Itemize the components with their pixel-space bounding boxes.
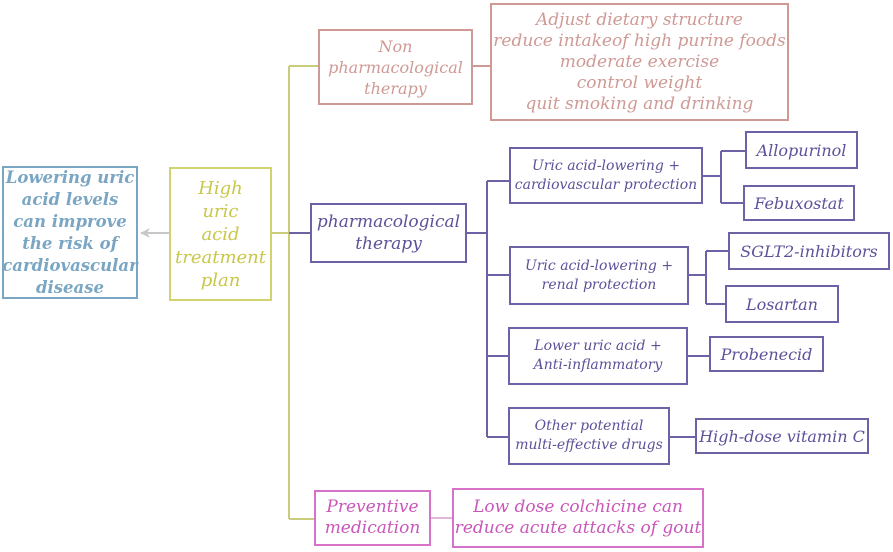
sglt2-label: SGLT2-inhibitors: [740, 241, 878, 261]
nonpharm-line-3: therapy: [364, 78, 427, 98]
goal-line-2: acid levels: [21, 189, 119, 209]
goal-line-5: cardiovascular: [2, 255, 138, 275]
probenecid-box: Probenecid: [709, 336, 824, 372]
vitc-label: High-dose vitamin C: [699, 426, 865, 446]
sglt2-inhibitors-box: SGLT2-inhibitors: [728, 232, 890, 270]
connector-cv-drugs: [703, 150, 745, 204]
main-line-2: uric: [202, 200, 239, 222]
lifestyle-line-3: moderate exercise: [559, 51, 720, 72]
other-line-1: Other potential: [534, 418, 644, 434]
goal-line-1: Lowering uric: [5, 167, 135, 187]
goal-line-3: can improve: [13, 211, 127, 231]
other-line-2: multi-effective drugs: [515, 437, 663, 453]
non-pharmacological-therapy-box: Non pharmacological therapy: [318, 29, 473, 105]
vitamin-c-box: High-dose vitamin C: [695, 418, 869, 454]
colchicine-box: Low dose colchicine can reduce acute att…: [452, 488, 704, 548]
lifestyle-line-4: control weight: [576, 72, 703, 93]
pharmacological-therapy-box: pharmacological therapy: [310, 203, 467, 263]
cv-line-2: cardiovascular protection: [514, 176, 698, 193]
main-line-5: plan: [200, 269, 241, 291]
nonpharm-line-1: Non: [378, 36, 413, 56]
nonpharm-line-2: pharmacological: [328, 57, 463, 77]
colch-line-2: reduce acute attacks of gout: [454, 518, 702, 538]
losartan-box: Losartan: [725, 285, 839, 323]
prev-line-1: Preventive: [326, 497, 419, 517]
main-line-3: acid: [201, 223, 240, 245]
goal-line-6: disease: [35, 277, 105, 297]
allopurinol-box: Allopurinol: [745, 131, 858, 169]
lifestyle-line-5: quit smoking and drinking: [525, 93, 754, 114]
connector-renal-drugs: [689, 250, 728, 305]
prev-line-2: medication: [324, 518, 421, 538]
febuxostat-box: Febuxostat: [743, 185, 855, 221]
allopurinol-label: Allopurinol: [756, 140, 847, 160]
inflam-line-1: Lower uric acid +: [534, 338, 662, 354]
losartan-label: Losartan: [746, 294, 818, 314]
renal-protection-box: Uric acid-lowering + renal protection: [509, 246, 689, 305]
probenecid-label: Probenecid: [720, 344, 813, 364]
cv-line-1: Uric acid-lowering +: [531, 157, 681, 174]
other-drugs-box: Other potential multi-effective drugs: [508, 407, 670, 465]
inflam-line-2: Anti-inflammatory: [533, 357, 663, 373]
anti-inflammatory-box: Lower uric acid + Anti-inflammatory: [508, 327, 688, 385]
lifestyle-line-1: Adjust dietary structure: [536, 9, 743, 30]
treatment-plan-box: High uric acid treatment plan: [169, 167, 272, 301]
main-line-1: High: [198, 177, 243, 199]
main-line-4: treatment: [174, 246, 266, 268]
renal-line-1: Uric acid-lowering +: [524, 257, 674, 274]
goal-line-4: the risk of: [22, 233, 118, 253]
goal-box: Lowering uric acid levels can improve th…: [2, 166, 138, 299]
cardiovascular-protection-box: Uric acid-lowering + cardiovascular prot…: [509, 147, 703, 204]
preventive-medication-box: Preventive medication: [314, 490, 431, 546]
febuxostat-label: Febuxostat: [754, 193, 844, 213]
pharm-line-2: therapy: [355, 234, 422, 254]
colch-line-1: Low dose colchicine can: [473, 497, 683, 517]
connector-pharm-branches: [467, 180, 509, 438]
lifestyle-measures-box: Adjust dietary structure reduce intakeof…: [490, 3, 789, 121]
renal-line-2: renal protection: [541, 276, 657, 293]
lifestyle-line-2: reduce intakeof high purine foods: [493, 30, 786, 51]
pharm-line-1: pharmacological: [316, 212, 461, 232]
connector-main-trunk: [272, 65, 318, 520]
